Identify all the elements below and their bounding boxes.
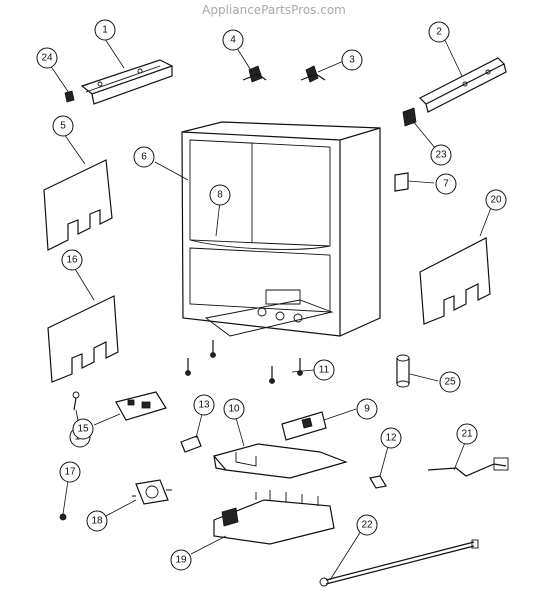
svg-text:10: 10 [228,404,240,415]
watermark-text: AppliancePartsPros.com [202,3,346,17]
svg-text:17: 17 [64,467,76,478]
callout-3[interactable]: 3 [341,49,363,71]
svg-text:12: 12 [385,433,397,444]
svg-text:25: 25 [444,377,456,388]
callout-4[interactable]: 4 [222,29,244,51]
svg-text:15: 15 [77,424,89,435]
callout-12[interactable]: 12 [380,427,402,449]
callout-7[interactable]: 7 [435,173,457,195]
callout-8[interactable]: 8 [209,184,231,206]
callout-5[interactable]: 5 [52,115,74,137]
callout-11[interactable]: 11 [313,359,335,381]
svg-text:24: 24 [41,53,53,64]
part-12-clip[interactable] [369,475,387,489]
callout-18[interactable]: 18 [86,510,108,532]
svg-text:6: 6 [141,152,147,163]
svg-text:8: 8 [217,190,223,201]
svg-text:3: 3 [349,55,355,66]
part-6-tub-frame[interactable] [181,121,381,337]
callout-16[interactable]: 16 [61,249,83,271]
callout-20[interactable]: 20 [485,189,507,211]
svg-text:7: 7 [443,179,449,190]
callout-2[interactable]: 2 [428,21,450,43]
part-4-hinge[interactable] [242,65,267,83]
svg-text:1: 1 [102,25,108,36]
part-23-bracket[interactable] [402,107,417,127]
part-7-clip[interactable] [394,172,409,192]
part-17-screw[interactable] [59,513,67,521]
part-24-clip[interactable] [64,90,75,103]
callout-19[interactable]: 19 [170,549,192,571]
part-10-sump[interactable] [212,443,348,479]
callout-22[interactable]: 22 [356,514,378,536]
svg-text:13: 13 [198,400,210,411]
callout-9[interactable]: 9 [356,398,378,420]
svg-text:2: 2 [436,27,442,38]
part-9-bracket[interactable] [281,411,327,441]
part-20-side-panel[interactable] [419,237,491,325]
svg-text:5: 5 [60,121,66,132]
callout-24[interactable]: 24 [36,47,58,69]
svg-text:19: 19 [175,555,187,566]
part-15-control-board[interactable] [115,391,167,421]
callout-10[interactable]: 10 [223,398,245,420]
part-1-rail[interactable] [80,59,174,105]
callout-21[interactable]: 21 [456,423,478,445]
part-14-screw[interactable] [72,391,80,411]
part-13-switch[interactable] [180,435,202,453]
part-5-side-panel[interactable] [43,159,113,251]
callout-17[interactable]: 17 [59,461,81,483]
part-2-rail[interactable] [418,57,507,113]
part-22-rod[interactable] [319,539,479,587]
callout-6[interactable]: 6 [133,146,155,168]
svg-text:23: 23 [435,150,447,161]
svg-text:4: 4 [230,35,236,46]
svg-text:20: 20 [490,195,502,206]
svg-text:16: 16 [66,255,78,266]
svg-text:21: 21 [461,429,473,440]
part-11-screws[interactable] [185,340,303,384]
svg-text:18: 18 [91,516,103,527]
callout-25[interactable]: 25 [439,371,461,393]
part-3-hinge[interactable] [300,65,326,83]
part-18-pump[interactable] [132,479,172,505]
callout-1[interactable]: 1 [94,19,116,41]
callout-23[interactable]: 23 [430,144,452,166]
svg-text:22: 22 [361,520,373,531]
part-25-cylinder[interactable] [396,354,410,388]
callout-13[interactable]: 13 [193,394,215,416]
svg-text:9: 9 [364,404,370,415]
part-16-side-panel[interactable] [47,295,119,383]
svg-text:11: 11 [319,365,330,376]
part-19-base-assembly[interactable] [213,490,335,545]
part-21-wire-harness[interactable] [427,457,509,477]
callout-15[interactable]: 15 [72,418,94,440]
